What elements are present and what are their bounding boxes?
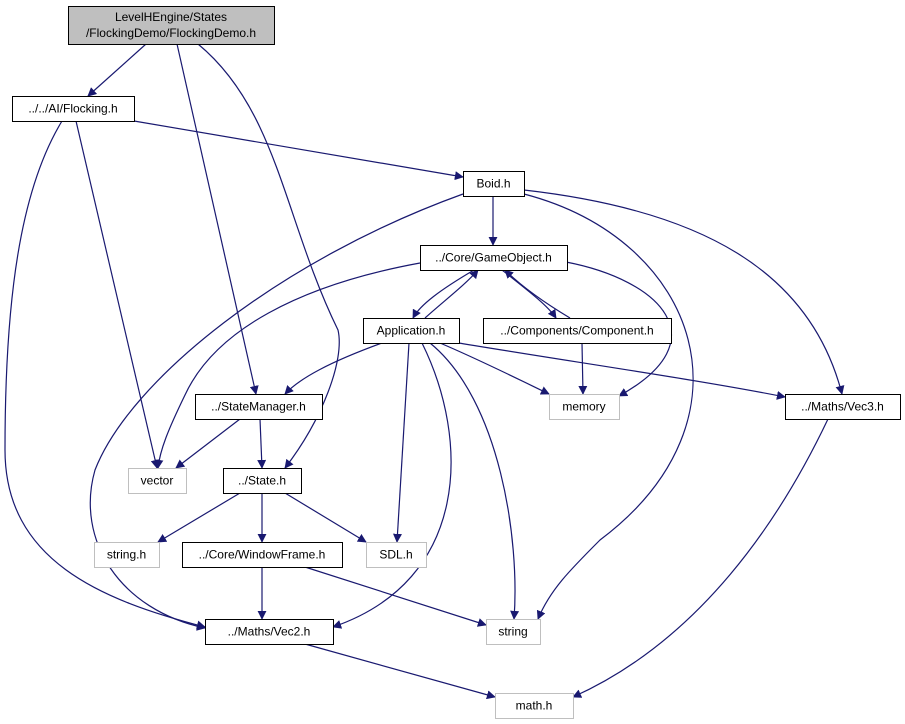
node-box-vec3 bbox=[785, 394, 901, 420]
node-box-mathh bbox=[495, 693, 574, 719]
node-label-flocking: ../../AI/Flocking.h bbox=[28, 102, 117, 116]
node-label-vec3: ../Maths/Vec3.h bbox=[801, 400, 884, 414]
node-box-windowframe bbox=[182, 542, 343, 568]
edge-windowframe-to-string bbox=[304, 566, 487, 627]
node-state[interactable]: ../State.h bbox=[223, 468, 302, 494]
node-label-boid: Boid.h bbox=[476, 177, 510, 191]
node-vec2[interactable]: ../Maths/Vec2.h bbox=[205, 619, 334, 645]
node-vec3[interactable]: ../Maths/Vec3.h bbox=[785, 394, 901, 420]
node-root[interactable]: LevelHEngine/States/FlockingDemo/Flockin… bbox=[68, 6, 275, 45]
node-label-statemanager: ../StateManager.h bbox=[211, 400, 306, 414]
edge-gameobject-to-vector bbox=[154, 262, 421, 469]
edge-gameobject-to-application bbox=[412, 269, 475, 319]
node-vector[interactable]: vector bbox=[128, 468, 187, 494]
edge-application-to-gameobject bbox=[424, 269, 479, 319]
edge-boid-to-vec3 bbox=[523, 189, 845, 395]
node-label-component: ../Components/Component.h bbox=[500, 324, 653, 338]
edge-application-to-string bbox=[429, 342, 520, 620]
node-box-flocking bbox=[12, 96, 135, 122]
node-label-gameobject: ../Core/GameObject.h bbox=[435, 251, 552, 265]
node-box-vector bbox=[128, 468, 187, 494]
edges-layer bbox=[4, 43, 845, 700]
edge-application-to-vec2 bbox=[332, 342, 452, 629]
node-label-state: ../State.h bbox=[238, 474, 286, 488]
node-sdl[interactable]: SDL.h bbox=[366, 542, 427, 568]
node-label-root-line-1: /FlockingDemo/FlockingDemo.h bbox=[86, 26, 256, 40]
edge-statemanager-to-vector bbox=[175, 418, 241, 469]
node-label-windowframe: ../Core/WindowFrame.h bbox=[199, 548, 326, 562]
node-label-string: string bbox=[498, 625, 527, 639]
node-box-string bbox=[486, 619, 541, 645]
node-label-vector: vector bbox=[141, 474, 174, 488]
node-box-state bbox=[223, 468, 302, 494]
edge-vec3-to-mathh bbox=[572, 418, 829, 698]
node-box-root bbox=[68, 6, 275, 45]
node-label-stringh: string.h bbox=[107, 548, 146, 562]
edge-flocking-to-vector bbox=[75, 120, 160, 469]
node-label-sdl: SDL.h bbox=[379, 548, 412, 562]
node-label-mathh: math.h bbox=[516, 699, 553, 713]
node-label-application: Application.h bbox=[377, 324, 446, 338]
node-label-vec2: ../Maths/Vec2.h bbox=[228, 625, 311, 639]
edge-gameobject-to-component bbox=[501, 269, 557, 319]
node-box-application bbox=[363, 318, 460, 344]
node-application[interactable]: Application.h bbox=[363, 318, 460, 344]
node-box-gameobject bbox=[420, 245, 568, 271]
node-box-memory bbox=[549, 394, 620, 420]
edge-component-to-gameobject bbox=[504, 269, 571, 319]
node-statemanager[interactable]: ../StateManager.h bbox=[195, 394, 323, 420]
edge-application-to-vec3 bbox=[458, 342, 786, 400]
edge-application-to-sdl bbox=[392, 342, 410, 543]
edge-vec2-to-mathh bbox=[304, 643, 496, 700]
node-flocking[interactable]: ../../AI/Flocking.h bbox=[12, 96, 135, 122]
node-component[interactable]: ../Components/Component.h bbox=[483, 318, 672, 344]
edge-statemanager-to-state bbox=[257, 418, 267, 469]
node-box-sdl bbox=[366, 542, 427, 568]
edge-boid-to-vec2 bbox=[89, 193, 464, 631]
node-label-root-line-0: LevelHEngine/States bbox=[115, 10, 227, 24]
node-mathh[interactable]: math.h bbox=[495, 693, 574, 719]
node-box-boid bbox=[463, 171, 525, 197]
node-boid[interactable]: Boid.h bbox=[463, 171, 525, 197]
edge-root-to-statemanager bbox=[176, 43, 259, 395]
nodes-layer: LevelHEngine/States/FlockingDemo/Flockin… bbox=[12, 6, 901, 719]
edge-flocking-to-boid bbox=[133, 120, 464, 181]
node-box-stringh bbox=[94, 542, 160, 568]
node-box-vec2 bbox=[205, 619, 334, 645]
node-box-statemanager bbox=[195, 394, 323, 420]
edge-application-to-statemanager bbox=[284, 342, 383, 395]
node-label-memory: memory bbox=[562, 400, 605, 414]
edge-root-to-flocking bbox=[87, 43, 147, 97]
edge-state-to-stringh bbox=[157, 492, 241, 543]
edge-component-to-memory bbox=[578, 342, 588, 395]
edge-flocking-to-vec2 bbox=[4, 120, 206, 630]
node-memory[interactable]: memory bbox=[549, 394, 620, 420]
node-string[interactable]: string bbox=[486, 619, 541, 645]
edge-boid-to-string bbox=[523, 193, 694, 620]
edge-application-to-memory bbox=[439, 342, 550, 395]
edge-state-to-sdl bbox=[284, 492, 367, 543]
node-stringh[interactable]: string.h bbox=[94, 542, 160, 568]
node-windowframe[interactable]: ../Core/WindowFrame.h bbox=[182, 542, 343, 568]
node-gameobject[interactable]: ../Core/GameObject.h bbox=[420, 245, 568, 271]
node-box-component bbox=[483, 318, 672, 344]
